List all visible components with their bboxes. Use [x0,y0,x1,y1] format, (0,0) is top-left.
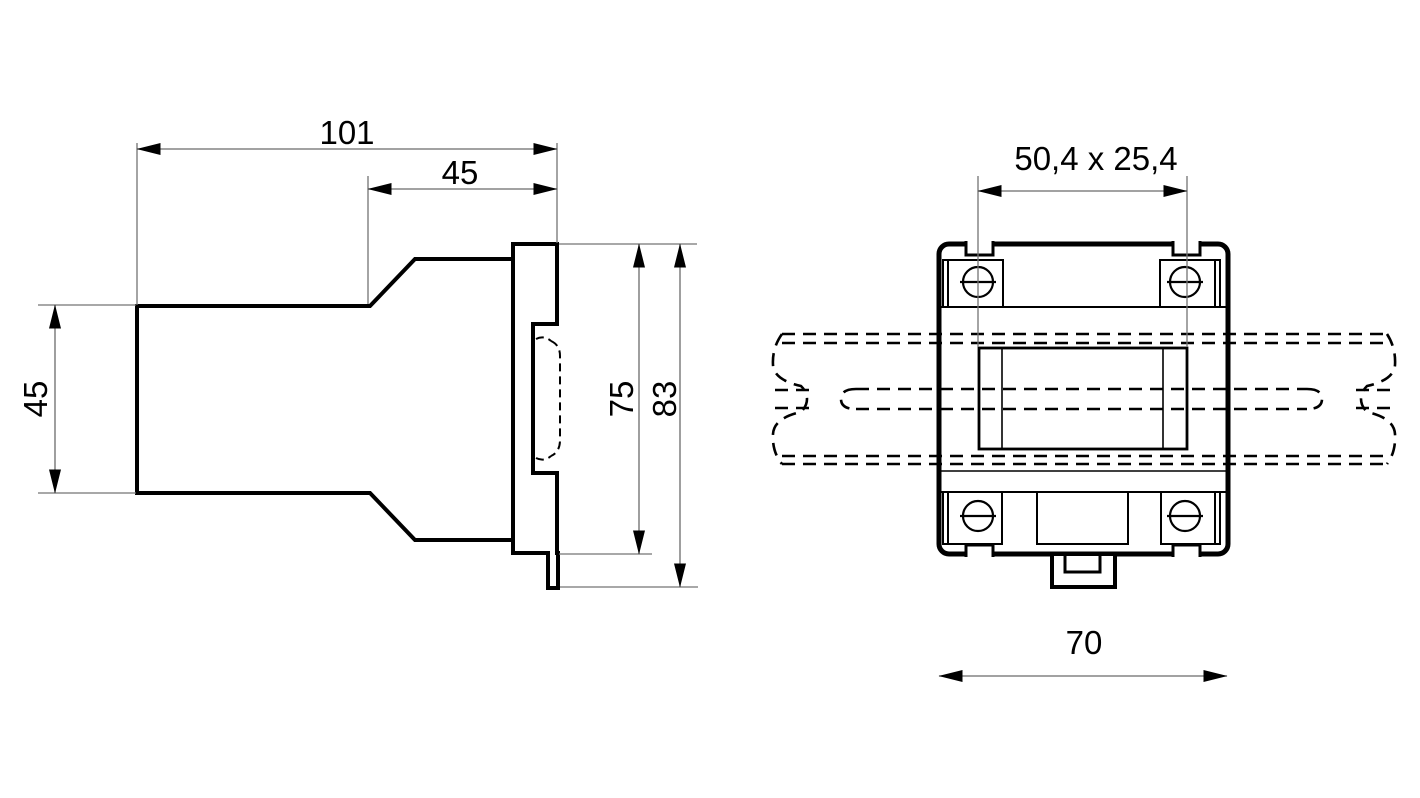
din-rail-dashed [771,332,1397,466]
notch-eraser [966,239,993,248]
dimension-body-height: 45 [17,304,136,494]
rail-clip-tab [1050,556,1117,589]
dimension-overall-width-label: 70 [1066,624,1103,661]
dimension-window-opening: 50,4 x 25,4 [977,140,1188,347]
terminal-screw [1167,499,1203,533]
notch-eraser [966,550,993,559]
front-view-body [936,241,1231,557]
dimension-total-depth: 101 [136,114,558,305]
dimension-overall-width: 70 [938,624,1228,682]
notch-eraser [1173,550,1200,559]
rail-break-right [1359,333,1397,465]
hidden-rail-hook-bottom [535,455,552,461]
window-outer-frame [977,346,1189,451]
top-left-notch [964,241,995,257]
dimension-plate-height: 75 [559,243,697,555]
front-view: 50,4 x 25,4 70 [771,140,1397,682]
rail-groove-cap-left [839,387,857,411]
terminal-screw [1167,265,1203,299]
hidden-rail-hook-top [535,336,552,342]
rail-groove-cap-right [1306,387,1324,411]
dimension-plate-height-label: 75 [603,381,640,418]
dimension-window-opening-label: 50,4 x 25,4 [1014,140,1177,177]
dimension-overall-height-label: 83 [646,381,683,418]
side-view-outline [135,242,560,590]
rail-break-left [771,333,809,465]
dimension-overall-height: 83 [560,243,698,588]
side-view: 101 45 45 75 83 [17,114,698,590]
dimension-body-height-label: 45 [17,381,54,418]
dimension-upper-depth: 45 [367,154,558,304]
clip-housing-block [1036,491,1129,545]
window-opening [977,346,1189,451]
terminal-screw [960,499,996,533]
hidden-rail-curve [550,340,561,457]
clip-tab-inner [1063,556,1102,574]
hidden-din-rail-profile [535,336,561,461]
dimension-upper-depth-label: 45 [442,154,479,191]
dimension-total-depth-label: 101 [319,114,374,151]
